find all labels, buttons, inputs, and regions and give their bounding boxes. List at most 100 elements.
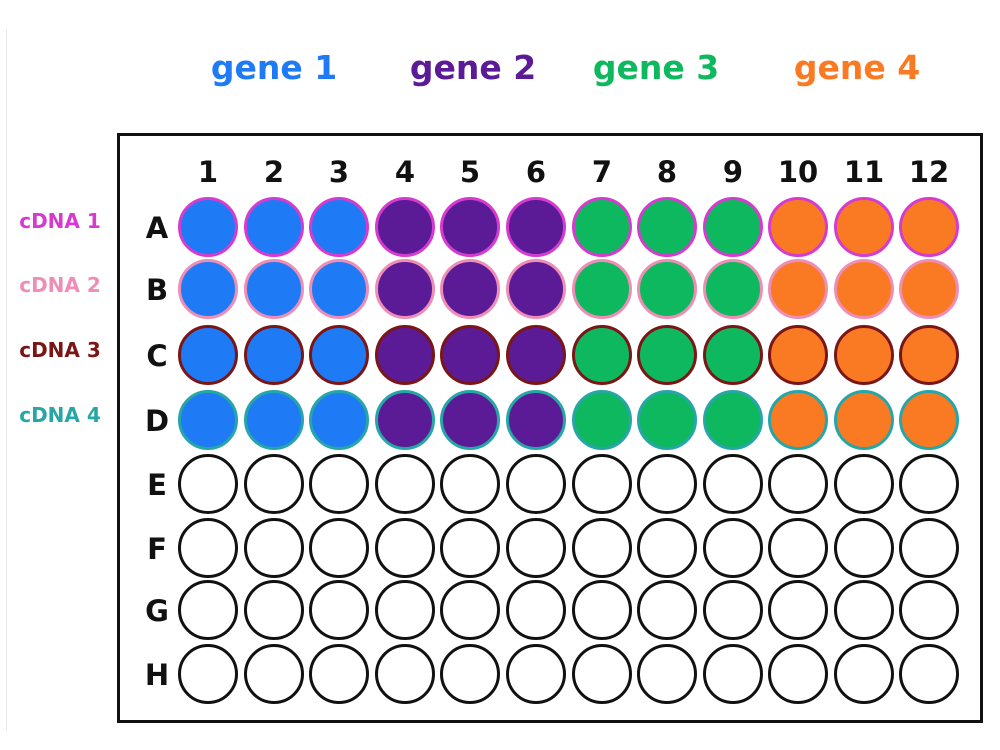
well-B4 bbox=[375, 259, 435, 319]
row-label-B: B bbox=[146, 273, 168, 307]
well-E5 bbox=[440, 454, 500, 514]
well-F2 bbox=[244, 518, 304, 578]
left-edge-line bbox=[6, 30, 7, 730]
well-G2 bbox=[244, 580, 304, 640]
well-E7 bbox=[572, 454, 632, 514]
well-E9 bbox=[703, 454, 763, 514]
well-D10 bbox=[768, 390, 828, 450]
well-B2 bbox=[244, 259, 304, 319]
well-B6 bbox=[506, 259, 566, 319]
well-B11 bbox=[834, 259, 894, 319]
well-A4 bbox=[375, 197, 435, 257]
row-label-E: E bbox=[147, 468, 167, 502]
column-label-9: 9 bbox=[723, 155, 743, 189]
well-D9 bbox=[703, 390, 763, 450]
well-C5 bbox=[440, 325, 500, 385]
well-C2 bbox=[244, 325, 304, 385]
well-H7 bbox=[572, 644, 632, 704]
well-H1 bbox=[178, 644, 238, 704]
well-B8 bbox=[637, 259, 697, 319]
well-D1 bbox=[178, 390, 238, 450]
well-F8 bbox=[637, 518, 697, 578]
row-label-D: D bbox=[145, 404, 169, 438]
well-G12 bbox=[899, 580, 959, 640]
well-C11 bbox=[834, 325, 894, 385]
well-C1 bbox=[178, 325, 238, 385]
well-D12 bbox=[899, 390, 959, 450]
well-A6 bbox=[506, 197, 566, 257]
well-C3 bbox=[309, 325, 369, 385]
well-E8 bbox=[637, 454, 697, 514]
gene-1-label: gene 1 bbox=[210, 48, 338, 87]
well-E3 bbox=[309, 454, 369, 514]
well-E2 bbox=[244, 454, 304, 514]
well-A7 bbox=[572, 197, 632, 257]
well-E4 bbox=[375, 454, 435, 514]
well-B7 bbox=[572, 259, 632, 319]
well-F3 bbox=[309, 518, 369, 578]
well-H2 bbox=[244, 644, 304, 704]
gene-3-label: gene 3 bbox=[592, 48, 720, 87]
well-A5 bbox=[440, 197, 500, 257]
well-D7 bbox=[572, 390, 632, 450]
well-G7 bbox=[572, 580, 632, 640]
well-H9 bbox=[703, 644, 763, 704]
well-E11 bbox=[834, 454, 894, 514]
well-A2 bbox=[244, 197, 304, 257]
well-F1 bbox=[178, 518, 238, 578]
column-label-7: 7 bbox=[592, 155, 612, 189]
well-G8 bbox=[637, 580, 697, 640]
gene-2-label: gene 2 bbox=[409, 48, 537, 87]
well-F12 bbox=[899, 518, 959, 578]
column-label-6: 6 bbox=[526, 155, 546, 189]
well-B3 bbox=[309, 259, 369, 319]
column-label-8: 8 bbox=[657, 155, 677, 189]
well-D6 bbox=[506, 390, 566, 450]
well-A8 bbox=[637, 197, 697, 257]
well-plate-frame bbox=[117, 133, 983, 723]
well-D4 bbox=[375, 390, 435, 450]
well-D2 bbox=[244, 390, 304, 450]
cdna-4-label: cDNA 4 bbox=[19, 403, 101, 427]
well-C4 bbox=[375, 325, 435, 385]
well-A3 bbox=[309, 197, 369, 257]
well-B10 bbox=[768, 259, 828, 319]
well-D8 bbox=[637, 390, 697, 450]
cdna-1-label: cDNA 1 bbox=[19, 209, 101, 233]
column-label-5: 5 bbox=[460, 155, 480, 189]
well-H4 bbox=[375, 644, 435, 704]
well-F10 bbox=[768, 518, 828, 578]
well-H3 bbox=[309, 644, 369, 704]
well-G1 bbox=[178, 580, 238, 640]
well-A9 bbox=[703, 197, 763, 257]
well-D5 bbox=[440, 390, 500, 450]
row-label-C: C bbox=[146, 339, 167, 373]
column-label-3: 3 bbox=[329, 155, 349, 189]
well-G11 bbox=[834, 580, 894, 640]
well-C12 bbox=[899, 325, 959, 385]
well-C9 bbox=[703, 325, 763, 385]
well-F6 bbox=[506, 518, 566, 578]
well-E12 bbox=[899, 454, 959, 514]
well-G3 bbox=[309, 580, 369, 640]
well-E1 bbox=[178, 454, 238, 514]
well-G5 bbox=[440, 580, 500, 640]
well-C10 bbox=[768, 325, 828, 385]
cdna-3-label: cDNA 3 bbox=[19, 338, 101, 362]
well-C7 bbox=[572, 325, 632, 385]
well-A1 bbox=[178, 197, 238, 257]
well-D3 bbox=[309, 390, 369, 450]
well-F11 bbox=[834, 518, 894, 578]
well-B5 bbox=[440, 259, 500, 319]
column-label-12: 12 bbox=[909, 155, 949, 189]
column-label-4: 4 bbox=[395, 155, 415, 189]
well-H12 bbox=[899, 644, 959, 704]
well-H11 bbox=[834, 644, 894, 704]
well-E6 bbox=[506, 454, 566, 514]
row-label-H: H bbox=[145, 658, 169, 692]
well-F4 bbox=[375, 518, 435, 578]
well-G6 bbox=[506, 580, 566, 640]
well-F7 bbox=[572, 518, 632, 578]
well-A12 bbox=[899, 197, 959, 257]
row-label-F: F bbox=[147, 532, 167, 566]
